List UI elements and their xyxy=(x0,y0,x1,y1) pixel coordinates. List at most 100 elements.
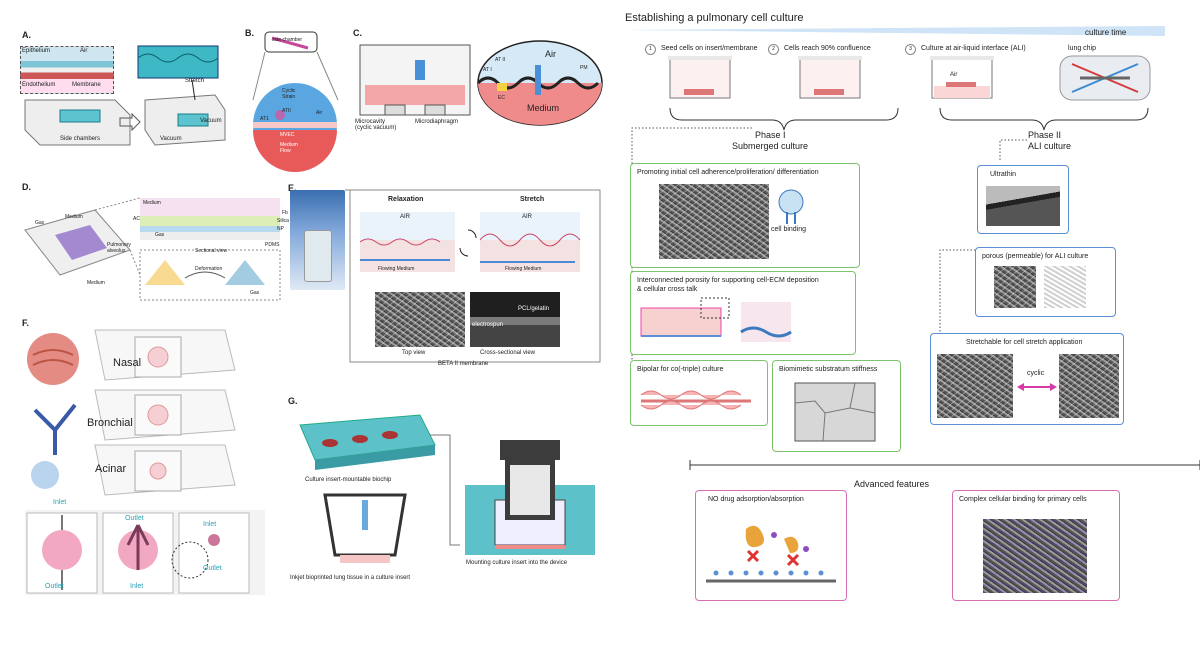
cell-binding-label: cell binding xyxy=(771,226,807,233)
inkjet-caption: Inkjet bioprinted lung tissue in a cultu… xyxy=(290,575,411,581)
porous-sem-image-2 xyxy=(1044,266,1086,308)
at1-label-b: AT1 xyxy=(260,116,269,122)
biochip-caption: Culture insert-mountable biochip xyxy=(305,477,392,483)
air-label-a: Air xyxy=(80,48,88,54)
phase1-sub-label: Submerged culture xyxy=(732,141,809,151)
phase2-sub-label: ALI culture xyxy=(1028,141,1072,151)
nasal-label: Nasal xyxy=(113,357,142,369)
panel-d-letter: D. xyxy=(22,182,31,192)
panel-b-letter: B. xyxy=(245,28,254,38)
pcl-gelatin-label: PCL/gelatin xyxy=(518,306,550,312)
step-3-number: 3 xyxy=(905,44,916,55)
at2-label-b: ATII xyxy=(282,108,291,114)
medium-in-label: Medium xyxy=(65,214,83,220)
cross-sectional-view-label: Cross-sectional view xyxy=(480,350,536,356)
step-2-number: 2 xyxy=(768,44,779,55)
box-complex-title: Complex cellular binding for primary cel… xyxy=(959,496,1087,503)
bipolar-illustration xyxy=(640,390,751,410)
panel-a-letter: A. xyxy=(22,30,31,40)
box-drug: NO drug adsorption/absorption xyxy=(695,490,847,601)
endothelium-label: Endothelium xyxy=(22,82,56,88)
ec-label: EC xyxy=(498,95,505,101)
stretch-label-e: Stretch xyxy=(520,196,545,203)
mvec-label: MVEC xyxy=(280,132,295,138)
medium-top-label: Medium xyxy=(143,200,161,206)
cyclic-label: cyclic xyxy=(1027,370,1045,377)
complex-binding-image xyxy=(983,519,1087,593)
gas-label-d2: Gas xyxy=(250,290,260,296)
outlet-label-3: Outlet xyxy=(203,565,222,572)
electrospun-label: electrospun xyxy=(472,322,504,328)
porous-sem-image-1 xyxy=(994,266,1036,308)
panel-f-figure: Nasal Bronchial Acinar Inlet Outlet Outl… xyxy=(25,325,265,595)
gas-in-label: Gas xyxy=(35,220,45,226)
air-label-e2: AIR xyxy=(522,214,533,220)
phase-brackets xyxy=(669,107,1149,131)
step-2-text: Cells reach 90% confluence xyxy=(784,45,871,52)
cross-section-sem-image xyxy=(470,292,560,347)
stretch-sem-image-1 xyxy=(937,354,1013,418)
pulmonary-alveolus-label: Pulmonary alveolus xyxy=(107,242,131,254)
at2-label-c: AT II xyxy=(495,57,506,63)
pdms-label: PDMS xyxy=(265,242,280,248)
cyclic-arrow-icon xyxy=(1017,383,1057,391)
advanced-divider xyxy=(689,460,1200,470)
inlet-label-2: Inlet xyxy=(130,583,144,590)
box-stretchable: Stretchable for cell stretch application… xyxy=(930,333,1124,425)
box-porous-title: porous (permeable) for ALI culture xyxy=(982,253,1089,260)
box-stiffness-title: Biomimetic substratum stiffness xyxy=(779,366,878,373)
phase1-label: Phase I xyxy=(755,130,786,140)
box-complex: Complex cellular binding for primary cel… xyxy=(952,490,1120,601)
culture-time-label: culture time xyxy=(1085,28,1127,37)
relaxation-label: Relaxation xyxy=(388,196,424,203)
box-ultrathin: Ultrathin xyxy=(977,165,1069,234)
silica-label: Silica xyxy=(277,218,289,224)
panel-e-letter: E. xyxy=(288,183,297,193)
porosity-illustration xyxy=(640,297,792,342)
box-bipolar-title: Bipolar for co(-triple) culture xyxy=(637,366,724,373)
stretch-sem-image-2 xyxy=(1059,354,1119,418)
acinar-label: Acinar xyxy=(95,463,127,475)
air-label-b: Air xyxy=(316,110,323,116)
panel-g-letter: G. xyxy=(288,396,298,406)
outlet-label-1: Outlet xyxy=(45,583,64,590)
box-adherence: Promoting initial cell adherence/prolife… xyxy=(630,163,860,268)
top-view-label: Top view xyxy=(402,350,426,356)
top-view-sem-image xyxy=(375,292,465,347)
panel-c-figure: Air AT II AT I PM EC Medium Microcavity … xyxy=(355,35,605,145)
box-stretchable-title: Stretchable for cell stretch application xyxy=(966,339,1083,346)
outlet-label-2: Outlet xyxy=(125,515,144,522)
phase2-label: Phase II xyxy=(1028,130,1062,140)
air-label-well: Air xyxy=(950,72,958,78)
flowing-medium-label-1: Flowing Medium xyxy=(378,266,415,272)
ac-label: AC xyxy=(133,216,140,222)
side-chamber-label: side chamber xyxy=(272,37,303,43)
stretch-label-a: Stretch xyxy=(185,78,205,84)
at1-label-c: AT I xyxy=(483,67,492,73)
drug-adsorption-illustration xyxy=(706,525,836,583)
membrane-label-a: Membrane xyxy=(72,82,101,88)
np-label: NP xyxy=(277,226,284,232)
box-porosity-title: Interconnected porosity for supporting c… xyxy=(637,277,819,293)
bronchial-label: Bronchial xyxy=(87,417,133,429)
box-ultrathin-title: Ultrathin xyxy=(990,171,1017,178)
beta-membrane-label: BETA II membrane xyxy=(438,361,489,367)
inlet-label-3: Inlet xyxy=(203,521,217,528)
sectional-view-label: Sectional view xyxy=(195,248,227,254)
culture-wells xyxy=(668,55,1151,101)
dotted-connectors xyxy=(631,127,1028,420)
cell-binding-icon xyxy=(778,189,804,224)
box-porosity: Interconnected porosity for supporting c… xyxy=(630,271,856,355)
deformation-label: Deformation xyxy=(195,266,223,272)
advanced-features-label: Advanced features xyxy=(854,479,930,489)
pm-label: PM xyxy=(580,65,588,71)
microcavity-label: Microcavity (cyclic vacuum) xyxy=(355,119,397,131)
box-drug-title: NO drug adsorption/absorption xyxy=(708,496,804,503)
panel-g-figure: Culture insert-mountable biochip Inkjet … xyxy=(290,405,605,590)
box-adherence-title: Promoting initial cell adherence/prolife… xyxy=(637,169,819,176)
panel-e-figure: Relaxation Stretch AIR AIR Flowing Mediu… xyxy=(290,189,601,370)
ultrathin-sem-image xyxy=(986,186,1060,226)
panel-f-letter: F. xyxy=(22,318,30,328)
medium-label-c: Medium xyxy=(527,103,560,113)
box-stiffness: Biomimetic substratum stiffness xyxy=(772,360,901,452)
